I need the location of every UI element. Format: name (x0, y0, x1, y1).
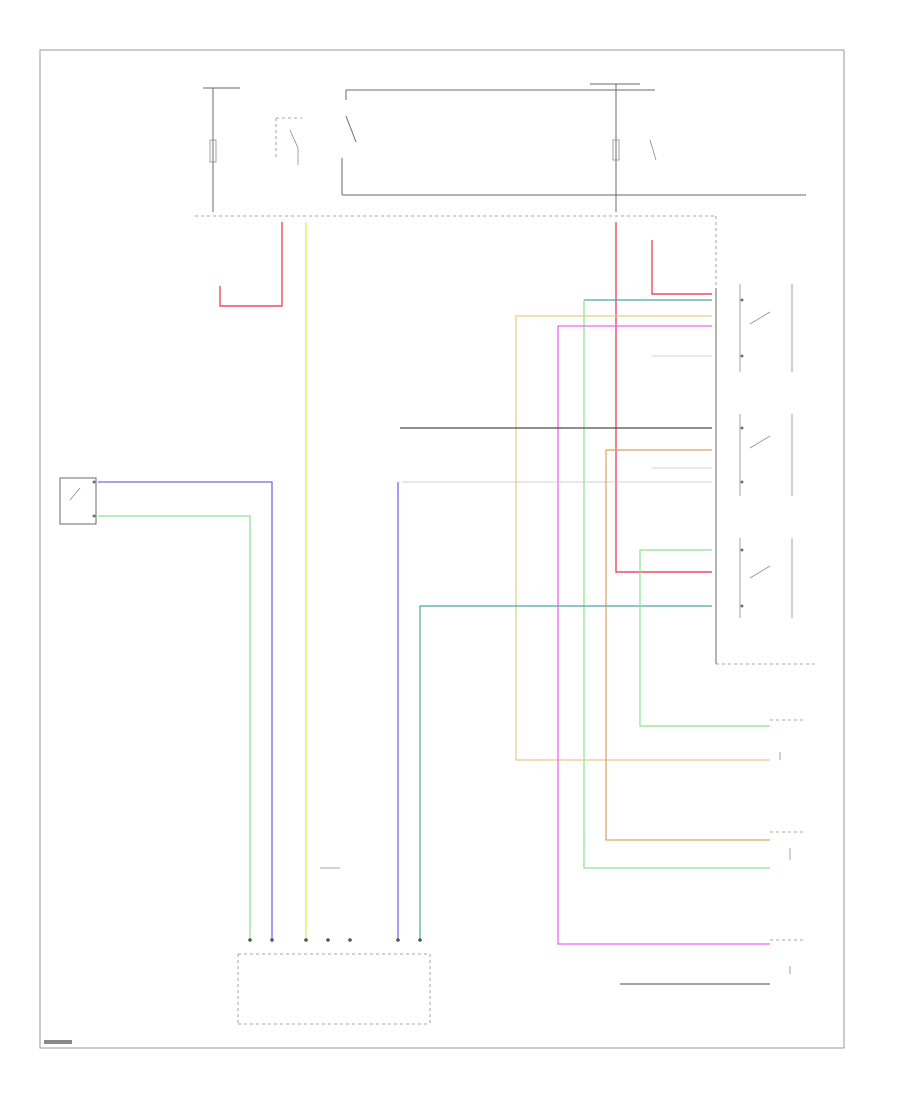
fuse-left (209, 139, 217, 163)
power-section (195, 83, 806, 290)
relay-low-speed (716, 538, 816, 665)
wire-pink (557, 325, 770, 945)
wire-teal-low (419, 605, 712, 940)
diagram-frame (39, 49, 845, 1049)
pcm-pins (248, 938, 422, 942)
wire-green-top (583, 300, 770, 869)
pcm-module (237, 867, 431, 1025)
figure-code (44, 1040, 72, 1044)
relay-coolant-fan (715, 284, 793, 664)
wires (98, 222, 770, 945)
right-connectors (620, 719, 806, 985)
wire-red-right (615, 222, 712, 573)
relay-high-speed (739, 414, 793, 496)
wire-green-low (639, 549, 770, 727)
wire-orange (605, 449, 770, 841)
sensor-left (59, 477, 97, 525)
wire-red-right-2 (651, 240, 712, 295)
wire-red-left (219, 222, 283, 307)
wire-green-left (98, 515, 251, 940)
wire-tan (515, 315, 770, 761)
wire-blue-left (98, 481, 273, 940)
fuse-right-1 (612, 139, 620, 161)
